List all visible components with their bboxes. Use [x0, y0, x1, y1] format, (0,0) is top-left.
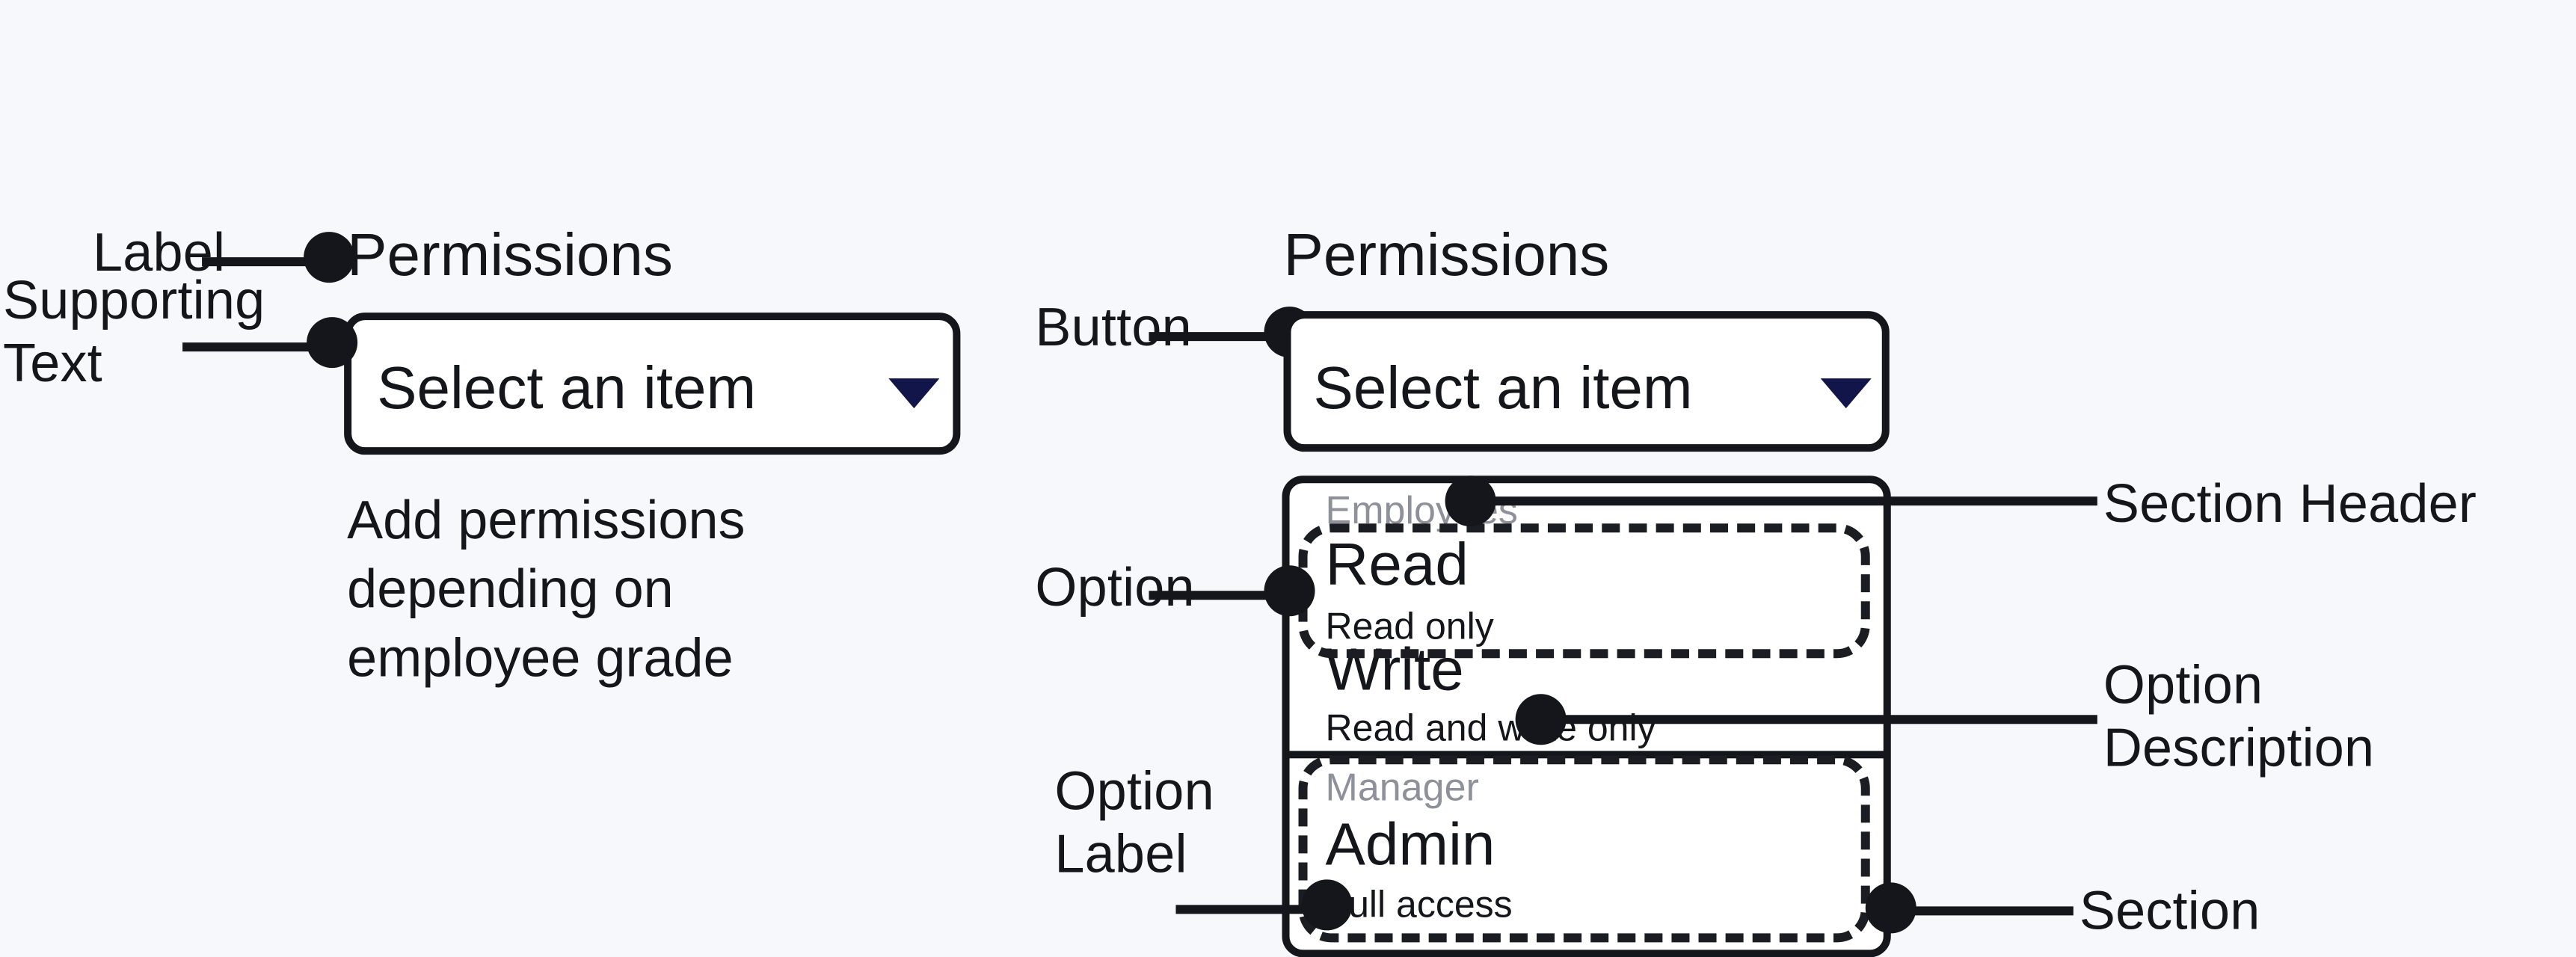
annotation-section-header-label: Section Header: [2103, 473, 2477, 535]
chevron-down-icon: [888, 378, 940, 409]
annotation-diagram: Label Permissions Select an item Support…: [3, 221, 2477, 957]
field-label-permissions: Permissions: [347, 223, 673, 289]
select-trigger[interactable]: [344, 313, 961, 455]
option-description-read: Read only: [1325, 606, 1494, 648]
leader-line-section-header: [1469, 496, 2097, 506]
annotation-section-label: Section: [2079, 879, 2260, 941]
right-field-label-permissions: Permissions: [1283, 223, 1610, 289]
leader-dot-supporting-text: [307, 317, 358, 369]
option-label-read[interactable]: Read: [1325, 532, 1469, 599]
right-select-trigger[interactable]: [1283, 311, 1890, 452]
option-description-admin: Full access: [1325, 884, 1513, 926]
section-header-manager: Manager: [1325, 764, 1479, 810]
annotation-option-description-label: Option Description: [2103, 653, 2375, 779]
annotation-button-label: Button: [1035, 296, 1192, 358]
option-label-admin[interactable]: Admin: [1325, 812, 1496, 878]
right-select-value: Select an item: [1313, 356, 1693, 422]
annotation-option-label: Option: [1035, 556, 1195, 618]
leader-dot-option: [1264, 565, 1315, 617]
leader-line-option-description: [1540, 715, 2097, 724]
leader-line-section: [1902, 906, 2074, 916]
leader-dot-option-description: [1515, 694, 1567, 745]
annotation-supporting-text-label: Supporting Text: [3, 269, 265, 395]
leader-dot-section: [1865, 882, 1916, 934]
option-label-write[interactable]: Write: [1325, 637, 1464, 704]
leader-dot-section-header: [1445, 476, 1496, 527]
select-value: Select an item: [377, 356, 757, 422]
right-chevron-down-icon: [1820, 378, 1872, 409]
section-divider: [1285, 751, 1888, 759]
leader-line-supporting-text: [182, 342, 345, 352]
annotation-label-label: Label: [93, 221, 226, 283]
leader-dot-option-label: [1301, 879, 1353, 931]
annotation-option-label-label: Option Label: [1054, 760, 1214, 885]
supporting-text: Add permissions depending on employee gr…: [347, 489, 746, 689]
leader-dot-label: [304, 232, 355, 283]
